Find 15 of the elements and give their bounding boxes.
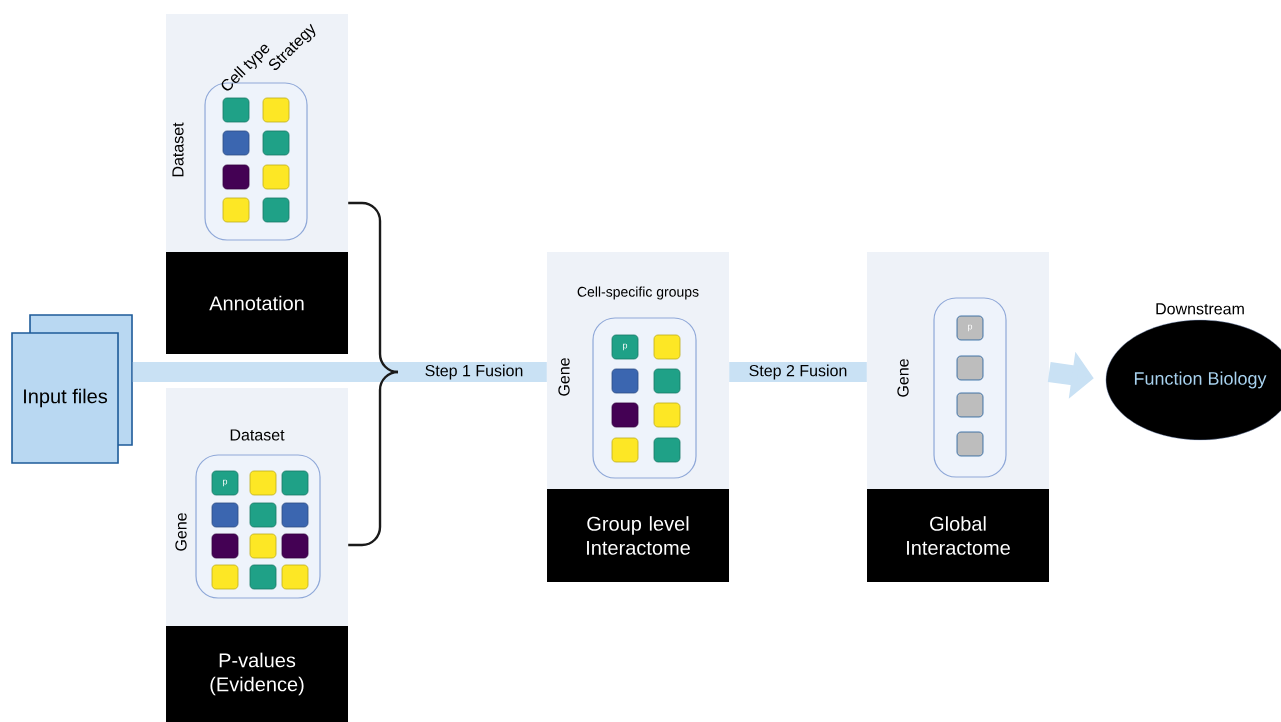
cell-letter: p (223, 479, 228, 487)
brace (348, 370, 399, 547)
axis-label: Cell-specific groups (577, 286, 699, 300)
document-stack: Input files (11, 314, 133, 464)
axis-label: Dataset (230, 429, 285, 441)
axis-label: Gene (897, 359, 909, 397)
axis-label: Cell type (221, 44, 270, 91)
cell-letter: p (623, 343, 628, 351)
flow-band (729, 362, 867, 382)
flow-band (132, 362, 547, 382)
node-label: Downstream (1156, 303, 1244, 315)
axis-label: Dataset (172, 122, 184, 177)
axis-label: Gene (558, 358, 570, 396)
axis-label: Gene (175, 513, 187, 551)
cell-letter: p (968, 324, 973, 332)
